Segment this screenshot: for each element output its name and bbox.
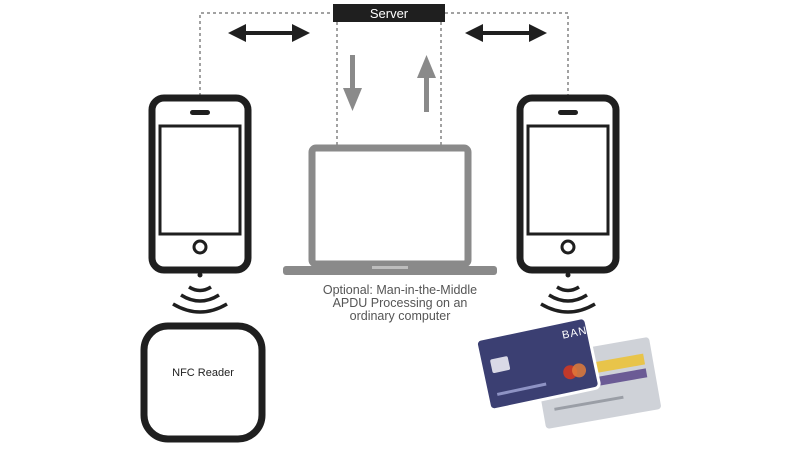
server-label: Server [369,5,409,21]
arrow-up-icon [417,55,436,112]
laptop-icon [283,144,497,275]
laptop-caption: Optional: Man-in-the-Middle APDU Process… [285,284,515,323]
nfc-reader-icon [140,322,266,443]
nfc-reader-label: NFC Reader [172,367,234,379]
arrow-down-icon [343,55,362,111]
right-phone-server-line [445,12,569,96]
laptop-caption-line: ordinary computer [349,309,451,323]
connection-lines [199,12,569,146]
double-arrow-icon [228,24,310,42]
bank-card-icon [474,316,664,432]
laptop-caption-line: Optional: Man-in-the-Middle [322,283,478,297]
double-arrow-icon [465,24,547,42]
nfc-waves-icon [540,272,596,314]
laptop-caption-line: APDU Processing on an [332,296,468,310]
server-box: Server [333,4,445,22]
left-phone-server-line [199,12,333,96]
nfc-waves-icon [172,272,228,314]
smartphone-icon [148,94,252,274]
smartphone-icon [516,94,620,274]
